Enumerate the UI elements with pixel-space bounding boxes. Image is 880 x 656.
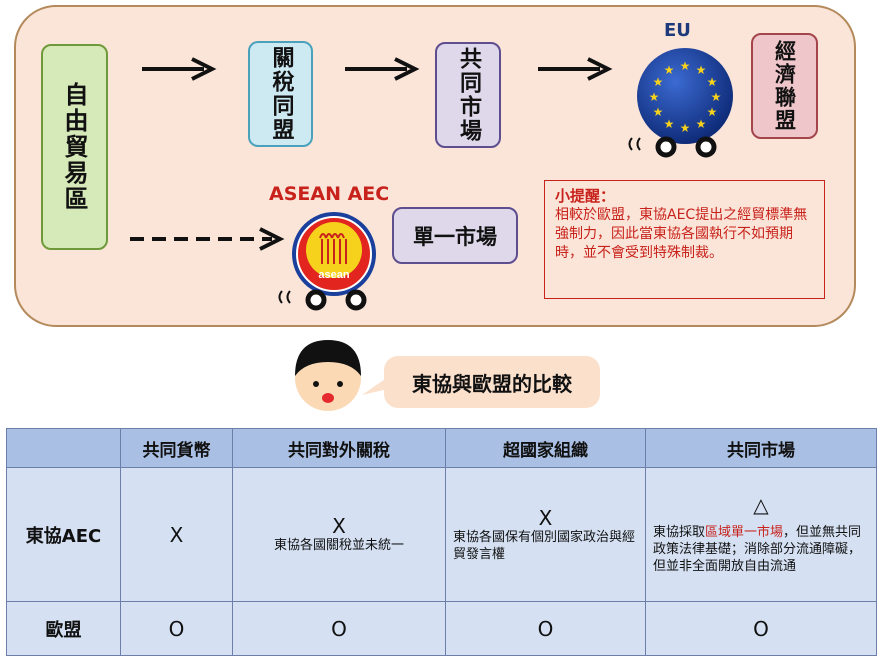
asean-market-mark: △: [753, 493, 769, 517]
eu-supranational-cell: O: [445, 601, 646, 656]
eu-tariff-cell: O: [232, 601, 446, 656]
svg-text:★: ★: [653, 75, 664, 89]
asean-supranational-cell: X 東協各國保有個別國家政治與經貿發言權: [445, 467, 646, 602]
header-common-external-tariff: 共同對外關稅: [232, 428, 446, 468]
asean-market-cell: △ 東協採取區域單一市場，但並無共同政策法律基礎；消除部分流通障礙，但並非全面開…: [645, 467, 877, 602]
table-header-row: 共同貨幣 共同對外關稅 超國家組織 共同市場: [6, 428, 877, 468]
economic-union-label: 經濟聯盟: [772, 40, 797, 132]
asean-market-note: 東協採取區域單一市場，但並無共同政策法律基礎；消除部分流通障礙，但並非全面開放自…: [647, 524, 875, 575]
reminder-body: 相較於歐盟，東協AEC提出之經貿標準無強制力，因此當東協各國執行不如預期時，並不…: [555, 207, 808, 261]
eu-flag-icon: ★★★ ★★★ ★★★ ★★★: [628, 48, 733, 158]
asean-market-note-highlight: 區域單一市場: [705, 525, 784, 540]
asean-supranational-note: 東協各國保有個別國家政治與經貿發言權: [453, 529, 636, 562]
header-supranational-organization: 超國家組織: [445, 428, 646, 468]
asean-logo-icon: asean: [278, 212, 376, 311]
comparison-table: 共同貨幣 共同對外關稅 超國家組織 共同市場 東協AEC X X 東協各國關稅並…: [6, 428, 877, 656]
eu-label: EU: [664, 20, 691, 41]
svg-text:★: ★: [711, 90, 722, 104]
dashed-arrow-right-icon: [130, 227, 285, 251]
eu-currency-cell: O: [120, 601, 233, 656]
comparison-bubble: 東協與歐盟的比較: [384, 356, 600, 408]
table-row: 歐盟 O O O O: [6, 601, 877, 656]
arrow-right-icon: [142, 57, 217, 81]
bubble-text: 東協與歐盟的比較: [412, 371, 572, 396]
svg-text:★: ★: [707, 105, 718, 119]
asean-supranational-mark: X: [538, 505, 553, 530]
common-market-box: 共同市場: [435, 42, 501, 148]
svg-text:★: ★: [649, 90, 660, 104]
asean-logo-text: asean: [318, 269, 349, 281]
asean-currency-cell: X: [120, 467, 233, 602]
row-label-asean: 東協AEC: [6, 467, 121, 602]
eu-supranational-mark: O: [537, 616, 554, 641]
common-market-label: 共同市場: [456, 47, 481, 143]
customs-union-box: 關稅同盟: [248, 41, 313, 147]
svg-text:★: ★: [696, 63, 707, 77]
reminder-note: 小提醒： 相較於歐盟，東協AEC提出之經貿標準無強制力，因此當東協各國執行不如預…: [544, 180, 825, 299]
single-market-box: 單一市場: [392, 207, 518, 264]
svg-text:★: ★: [707, 75, 718, 89]
arrow-right-icon: [538, 57, 613, 81]
asean-aec-label: ASEAN AEC: [269, 183, 390, 205]
eu-currency-mark: O: [168, 616, 185, 641]
reminder-title: 小提醒：: [555, 187, 616, 205]
economic-union-box: 經濟聯盟: [751, 33, 818, 139]
asean-market-note-post: ，但並無共同政策法律基礎；消除部分流通障礙，但並非全面開放自由流通: [653, 525, 862, 574]
bubble-tail-icon: [362, 377, 388, 395]
free-trade-area-box: 自由貿易區: [41, 44, 108, 250]
row-label-eu: 歐盟: [6, 601, 121, 656]
asean-tariff-mark: X: [332, 514, 346, 538]
svg-text:★: ★: [664, 63, 675, 77]
child-face-icon: [295, 340, 361, 411]
table-row: 東協AEC X X 東協各國關稅並未統一 X 東協各國保有個別國家政治與經貿發言…: [6, 467, 877, 602]
single-market-label: 單一市場: [413, 224, 497, 249]
svg-text:★: ★: [664, 117, 675, 131]
svg-text:★: ★: [653, 105, 664, 119]
customs-union-label: 關稅同盟: [268, 46, 294, 142]
header-common-market: 共同市場: [645, 428, 877, 468]
svg-text:★: ★: [680, 121, 691, 135]
free-trade-area-label: 自由貿易區: [60, 82, 88, 212]
asean-tariff-cell: X 東協各國關稅並未統一: [232, 467, 446, 602]
asean-tariff-note: 東協各國關稅並未統一: [273, 538, 404, 553]
header-common-currency: 共同貨幣: [120, 428, 233, 468]
svg-text:★: ★: [680, 59, 691, 73]
asean-market-note-pre: 東協採取: [653, 525, 706, 540]
eu-market-cell: O: [645, 601, 877, 656]
arrow-right-icon: [345, 57, 420, 81]
eu-tariff-mark: O: [331, 616, 347, 641]
svg-text:★: ★: [696, 117, 707, 131]
asean-currency-mark: X: [169, 522, 184, 547]
header-corner: [6, 428, 121, 468]
eu-market-mark: O: [753, 616, 769, 641]
